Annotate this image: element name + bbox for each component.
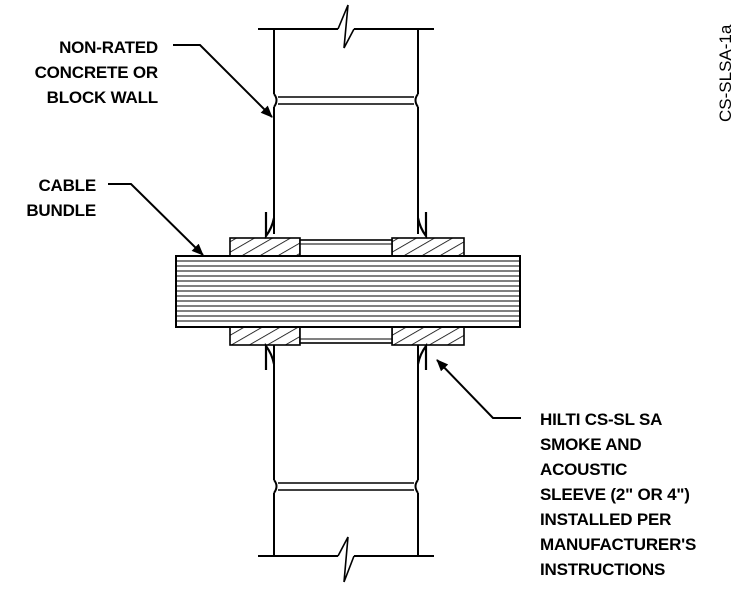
cable-label-line: BUNDLE (26, 201, 96, 220)
sleeve-upper (229, 237, 465, 258)
sleeve-label-line: INSTALLED PER (540, 510, 672, 529)
wall-lower (258, 345, 434, 583)
sleeve-label-line: INSTRUCTIONS (540, 560, 666, 579)
sleeve-lower (229, 325, 465, 346)
cable-bundle (175, 255, 521, 328)
sleeve-label-line: HILTI CS-SL SA (540, 410, 663, 429)
cable-label-line: CABLE (38, 176, 96, 195)
detail-id-label: CS-SLSA-1a (716, 24, 735, 122)
sleeve-label-line: SMOKE AND (540, 435, 642, 454)
wall-label: NON-RATED CONCRETE OR BLOCK WALL (20, 35, 159, 110)
wall-label-line: BLOCK WALL (46, 88, 159, 107)
wall-label-line: CONCRETE OR (34, 63, 159, 82)
wall-label-line: NON-RATED (59, 38, 158, 57)
sleeve-label-line: ACOUSTIC (540, 460, 628, 479)
leader-sleeve (436, 359, 521, 419)
sealant-beads (264, 212, 428, 370)
cable-label: CABLE BUNDLE (0, 173, 96, 223)
sleeve-label: HILTI CS-SL SA SMOKE AND ACOUSTIC SLEEVE… (540, 407, 696, 582)
wall-upper (258, 4, 434, 234)
leader-cable (108, 183, 204, 256)
leader-wall (173, 44, 273, 118)
sleeve-label-line: SLEEVE (2" OR 4") (540, 485, 690, 504)
sleeve-label-line: MANUFACTURER'S (540, 535, 697, 554)
